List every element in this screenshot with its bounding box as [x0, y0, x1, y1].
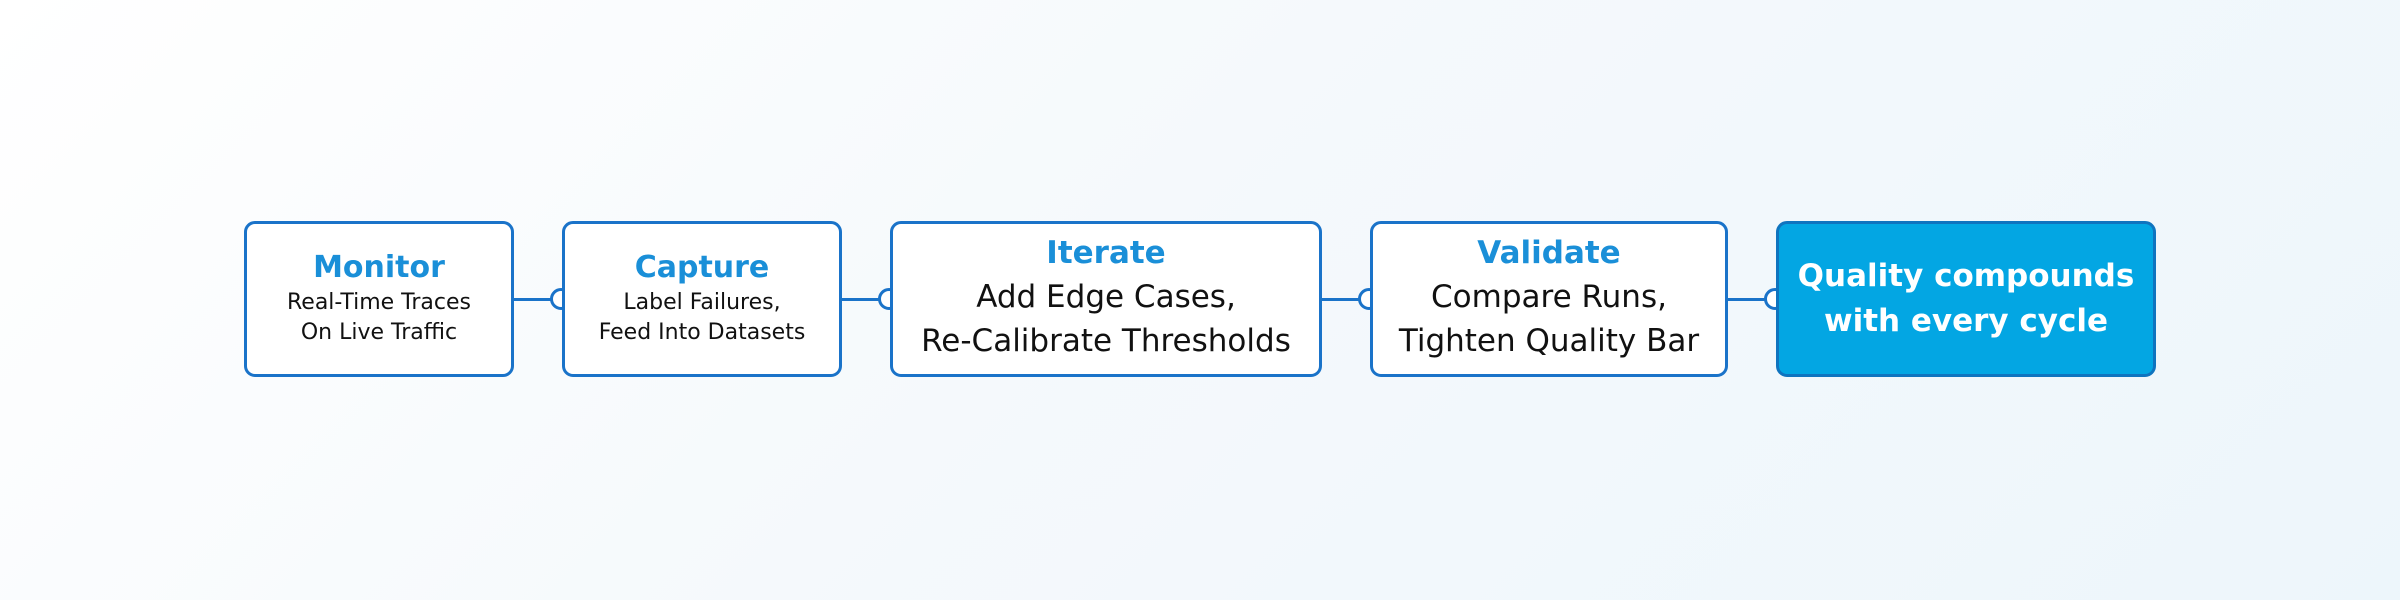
result-text-line: with every cycle [1823, 303, 2109, 339]
step-description-line: Compare Runs, [1431, 278, 1667, 315]
connector-iterate-validate [1320, 298, 1372, 301]
step-capture: Capture Label Failures, Feed Into Datase… [562, 221, 842, 377]
step-description-line: Feed Into Datasets [598, 320, 806, 345]
step-title: Validate [1477, 235, 1621, 272]
step-description-line: On Live Traffic [300, 320, 458, 345]
connector-capture-iterate [840, 298, 892, 301]
connector-monitor-capture [512, 298, 564, 301]
result-box: Quality compounds with every cycle [1776, 221, 2156, 377]
step-description-line: Re-Calibrate Thresholds [921, 322, 1291, 359]
step-title: Monitor [313, 250, 445, 286]
step-description-line: Tighten Quality Bar [1398, 322, 1700, 359]
step-description-line: Add Edge Cases, [976, 278, 1236, 315]
result-text-line: Quality compounds [1797, 258, 2135, 295]
connector-validate-result [1726, 298, 1778, 301]
step-description-line: Real-Time Traces [286, 290, 471, 316]
step-iterate: Iterate Add Edge Cases, Re-Calibrate Thr… [890, 221, 1322, 377]
step-description-line: Label Failures, [623, 290, 781, 316]
step-title: Capture [634, 250, 770, 286]
step-monitor: Monitor Real-Time Traces On Live Traffic [244, 221, 514, 377]
step-title: Iterate [1046, 235, 1166, 272]
step-validate: Validate Compare Runs, Tighten Quality B… [1370, 221, 1728, 377]
